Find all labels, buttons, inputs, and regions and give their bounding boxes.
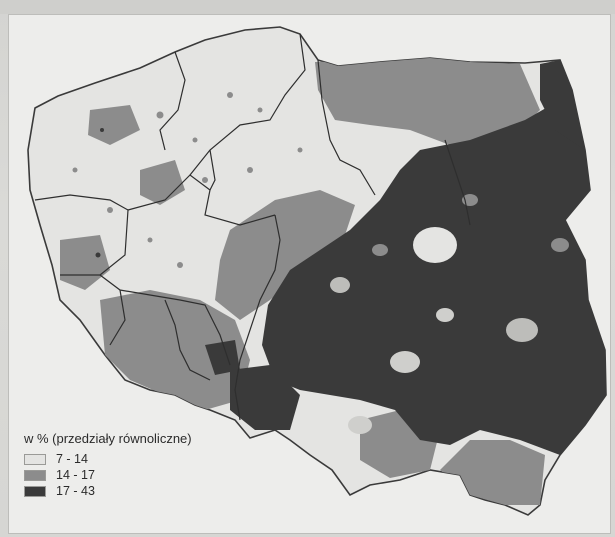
legend-item-dark: 17 - 43 xyxy=(24,483,254,499)
legend-label: 14 - 17 xyxy=(56,468,95,482)
legend-title: w % (przedziały równoliczne) xyxy=(24,431,192,446)
map-legend: w % (przedziały równoliczne) 7 - 14 14 -… xyxy=(24,431,254,499)
legend-label: 7 - 14 xyxy=(56,452,88,466)
region-borders xyxy=(34,33,471,421)
choropleth-fill xyxy=(60,56,606,505)
legend-swatch-dark xyxy=(24,485,46,497)
legend-item-medium: 14 - 17 xyxy=(24,467,254,483)
legend-swatch-light xyxy=(24,453,46,465)
legend-swatch-medium xyxy=(24,469,46,481)
legend-label: 17 - 43 xyxy=(56,484,95,498)
page-edge xyxy=(0,0,615,14)
legend-item-light: 7 - 14 xyxy=(24,451,254,467)
